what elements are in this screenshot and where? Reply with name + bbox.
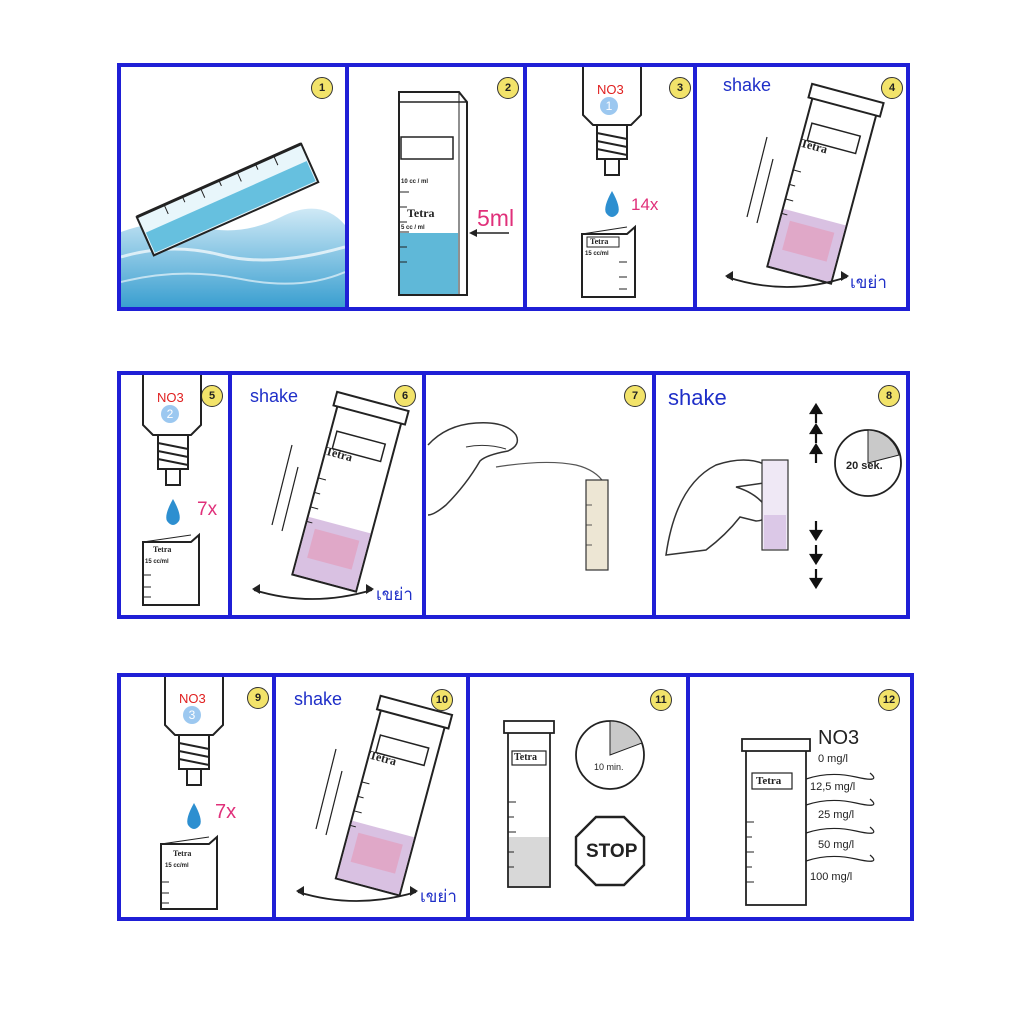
step-9-drops: 7x xyxy=(215,801,237,823)
step-8-timer: 20 sek. xyxy=(846,460,883,472)
step-8-badge: 8 xyxy=(878,385,900,407)
step-8-illustration xyxy=(665,402,902,590)
step-12-title: NO3 xyxy=(818,727,860,749)
step-10-shake-label: shake xyxy=(294,689,343,709)
step-10-badge: 10 xyxy=(431,689,453,711)
step-10-tube-tilted xyxy=(296,694,454,902)
step-5-vial-mark: 15 cc/ml xyxy=(145,559,169,565)
step-5-vial-brand: Tetra xyxy=(153,545,172,554)
step-12-scale-0: 0 mg/l xyxy=(818,753,848,765)
step-3-dropper xyxy=(581,67,642,298)
step-2-tube xyxy=(398,91,509,296)
step-9-badge: 9 xyxy=(247,687,269,709)
step-7-badge: 7 xyxy=(624,385,646,407)
step-11-timer: 10 min. xyxy=(594,762,624,772)
step-3-vial-mark: 15 cc/ml xyxy=(585,251,609,257)
step-2-badge: 2 xyxy=(497,77,519,99)
step-10-panel: 10 shake Tetra เขย่า xyxy=(276,677,466,917)
step-12-brand: Tetra xyxy=(756,775,782,787)
step-2-mark-10: 10 cc / ml xyxy=(401,179,429,185)
step-4-panel: 4 shake Tetra เขย่า xyxy=(697,67,906,307)
step-6-tube-tilted xyxy=(252,390,410,600)
step-6-panel: 6 shake Tetra เขย่า xyxy=(232,375,422,615)
step-3-reagent: NO3 xyxy=(597,82,624,97)
step-6-shake-label: shake xyxy=(250,386,299,406)
step-11-panel: 11 Tetra 10 min. STOP xyxy=(470,677,686,917)
step-8-shake-label: shake xyxy=(668,385,727,410)
step-12-scale-1: 12,5 mg/l xyxy=(810,781,856,793)
step-9-vial-mark: 15 cc/ml xyxy=(165,863,189,869)
step-12-panel: 12 Tetra NO3 0 mg/l 12,5 mg/l 25 mg/l 50… xyxy=(690,677,910,917)
step-5-reagent-num: 2 xyxy=(161,405,179,423)
step-12-scale-2: 25 mg/l xyxy=(818,809,855,821)
step-3-reagent-num: 1 xyxy=(600,97,618,115)
step-9-panel: 9 NO3 3 Tetra 15 cc/ml 7x xyxy=(121,677,272,917)
step-11-illustration xyxy=(503,720,646,888)
step-4-shake-thai: เขย่า xyxy=(850,273,887,293)
step-10-shake-thai: เขย่า xyxy=(420,887,457,907)
step-2-panel: 2 Tetra 10 cc / ml 5 cc / ml 5ml xyxy=(349,67,523,307)
step-2-volume: 5ml xyxy=(477,205,515,231)
step-5-reagent: NO3 xyxy=(157,390,184,405)
step-12-scale-3: 50 mg/l xyxy=(818,839,855,851)
step-1-illustration xyxy=(121,142,345,307)
step-2-brand: Tetra xyxy=(407,206,435,220)
step-1-panel: 1 xyxy=(121,67,345,307)
step-6-shake-thai: เขย่า xyxy=(376,585,413,605)
step-6-badge: 6 xyxy=(394,385,416,407)
step-11-brand: Tetra xyxy=(514,752,537,763)
step-7-panel: 7 xyxy=(426,375,652,615)
step-3-drops: 14x xyxy=(631,195,659,214)
step-7-hand-with-strip xyxy=(427,422,609,571)
step-5-panel: 5 NO3 2 Tetra 15 cc/ml 7x xyxy=(121,375,228,615)
step-4-tube-tilted xyxy=(725,82,885,288)
step-8-panel: 8 shake 20 sek. xyxy=(656,375,906,615)
step-4-shake-label: shake xyxy=(723,75,772,95)
step-4-badge: 4 xyxy=(881,77,903,99)
step-3-panel: 3 NO3 1 Tetra 15 cc/ml 14x xyxy=(527,67,693,307)
step-12-badge: 12 xyxy=(878,689,900,711)
step-5-drops: 7x xyxy=(197,499,218,520)
step-2-mark-5: 5 cc / ml xyxy=(401,225,425,231)
step-11-badge: 11 xyxy=(650,689,672,711)
step-1-badge: 1 xyxy=(311,77,333,99)
step-11-stop-sign: STOP xyxy=(586,841,638,862)
step-9-dropper xyxy=(160,677,224,910)
step-12-scale-4: 100 mg/l xyxy=(810,871,853,883)
step-3-badge: 3 xyxy=(669,77,691,99)
step-9-vial-brand: Tetra xyxy=(173,849,192,858)
step-9-reagent: NO3 xyxy=(179,691,206,706)
step-9-reagent-num: 3 xyxy=(183,706,201,724)
step-5-dropper xyxy=(142,375,202,606)
step-3-vial-brand: Tetra xyxy=(590,237,609,246)
step-12-tube xyxy=(741,738,875,906)
